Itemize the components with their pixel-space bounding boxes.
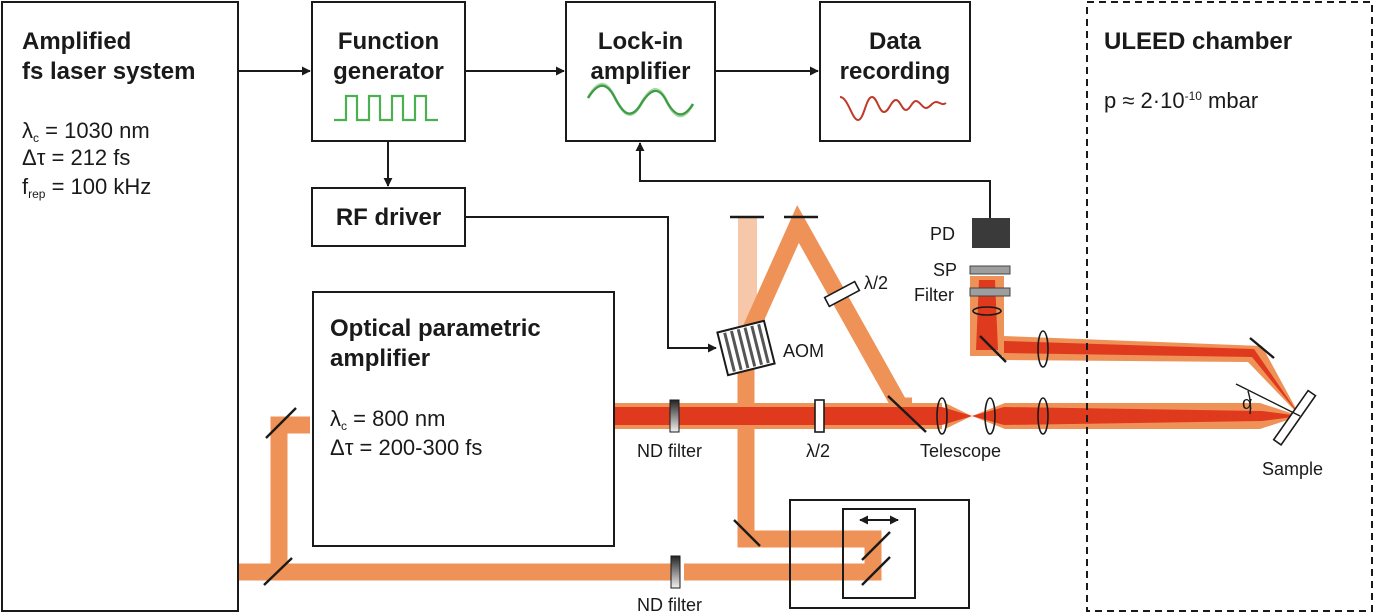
data-label-line2: recording [839, 58, 951, 85]
mirror-opa-top [265, 407, 297, 439]
collimating-lens [1037, 330, 1049, 368]
laser-title-line1: Amplified [22, 28, 132, 55]
laser-title-line2: fs laser system [22, 58, 196, 85]
delay-stage-outer [789, 499, 970, 609]
nd-filter-bottom [670, 555, 681, 589]
pd-label: PD [930, 224, 956, 244]
half-wave-plate-main [814, 399, 825, 433]
mirror-return [979, 335, 1007, 363]
sine-icon [587, 84, 694, 116]
focusing-lens [1037, 397, 1049, 435]
mirror-stage-in [733, 519, 761, 547]
data-recording-box [819, 1, 971, 142]
arrow-rf-to-aom [465, 216, 717, 353]
mirrors [263, 215, 1275, 586]
chamber-title: ULEED chamber [1104, 28, 1293, 55]
opa-box [312, 291, 615, 547]
opa-title-line1: Optical parametric [330, 315, 541, 342]
laser-box [1, 1, 239, 612]
photodiode [972, 218, 1010, 248]
sp-label: SP [933, 260, 958, 280]
optical-filter [969, 287, 1011, 297]
aom-label: AOM [783, 341, 825, 361]
nd-filter-main [669, 399, 680, 433]
aom-crystal [716, 319, 776, 377]
delay-stage-inner [842, 508, 916, 599]
data-label-line1: Data [868, 28, 922, 55]
laser-duration: Δτ = 212 fs [22, 145, 131, 170]
detector-lens [972, 306, 1002, 316]
sp-filter [969, 265, 1011, 275]
fg-label-line2: generator [333, 58, 444, 85]
mirror-bottom-left [263, 557, 293, 586]
sample-label: Sample [1262, 459, 1324, 479]
half-wave-label-main: λ/2 [806, 441, 831, 461]
signal-lines [238, 66, 991, 525]
noisy-sine-icon [586, 82, 695, 118]
telescope-lens-2 [984, 397, 996, 435]
sample [1272, 389, 1317, 446]
opa-duration: Δτ = 200-300 fs [330, 435, 483, 460]
opa-wavelength: λc = 800 nm [330, 406, 446, 434]
fg-label-line1: Function [337, 28, 440, 55]
mirror-combine [887, 395, 927, 433]
telescope-lens-1 [936, 397, 948, 435]
nd-filter-label-main: ND filter [637, 441, 703, 461]
alpha-label: α [1242, 393, 1253, 413]
beam-800nm [612, 280, 1300, 425]
opa-title-line2: amplifier [330, 345, 431, 372]
filter-label: Filter [914, 285, 954, 305]
lenses [936, 306, 1049, 435]
lockin-label-line1: Lock-in [597, 28, 684, 55]
lockin-label-line2: amplifier [590, 58, 691, 85]
angle-alpha-marker [1235, 383, 1301, 417]
telescope-label: Telescope [920, 441, 1002, 461]
mirror-stage-b [861, 556, 891, 586]
half-wave-plate-arm [823, 280, 861, 308]
laser-rep-rate: frep = 100 kHz [22, 174, 152, 202]
arrow-pd-to-lockin [635, 142, 991, 218]
nd-filter-label-bottom: ND filter [637, 595, 703, 615]
chamber-box [1086, 1, 1373, 612]
damped-wave-icon [839, 95, 947, 122]
rf-driver-label: RF driver [335, 204, 442, 231]
square-wave-icon [334, 94, 438, 122]
laser-wavelength: λc = 1030 nm [22, 118, 150, 146]
mirror-stage-a [861, 531, 891, 561]
chamber-pressure: p ≈ 2·10-10 mbar [1104, 88, 1259, 113]
half-wave-label-arm: λ/2 [864, 273, 889, 293]
mirror-chamber [1249, 337, 1275, 359]
